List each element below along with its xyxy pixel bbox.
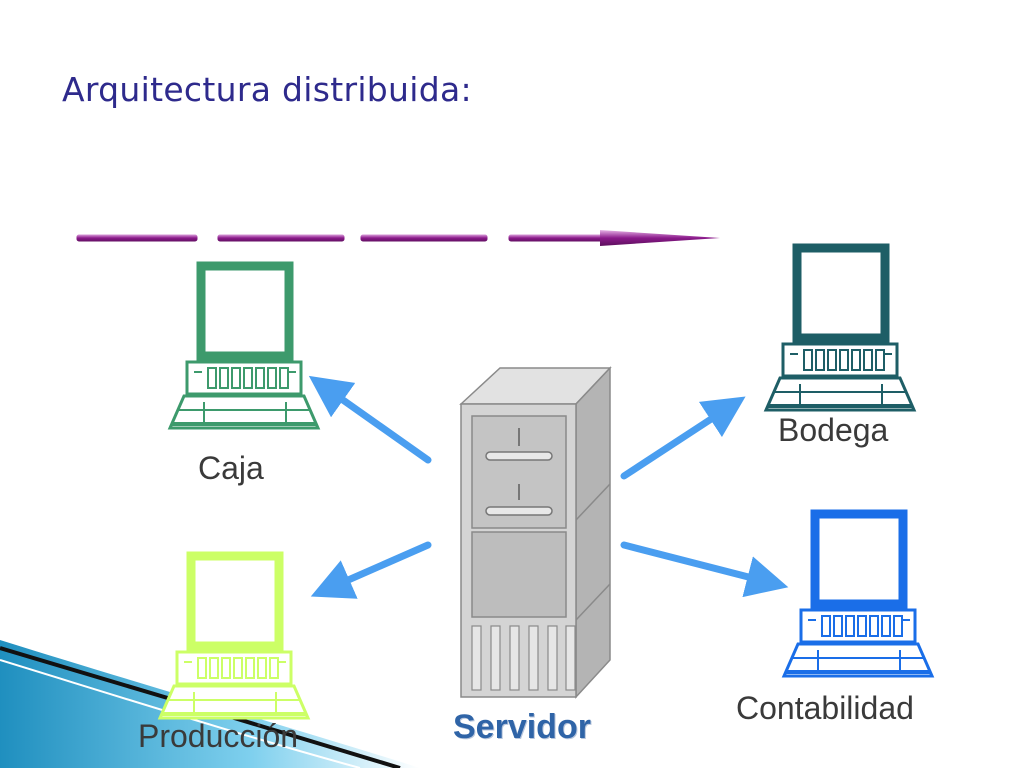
server-icon [459,366,612,699]
slide-title: Arquitectura distribuida: [62,70,472,109]
computer-icon-caja [167,261,321,430]
node-label-contabilidad: Contabilidad [736,690,914,726]
computer-icon-contabilidad [781,509,935,678]
arrow-to-bodega [620,396,746,480]
flow-arrow [75,230,720,246]
node-label-caja: Caja [198,450,264,486]
arrow-to-contabilidad [620,541,789,598]
computer-icon-bodega [763,243,917,412]
node-label-bodega: Bodega [778,412,889,448]
node-label-servidor: Servidor [453,708,591,746]
arrow-to-caja [308,375,432,464]
node-label-produccion: Producción [138,718,299,754]
computer-icon-produccion [157,551,311,720]
arrow-to-produccion [310,541,432,599]
